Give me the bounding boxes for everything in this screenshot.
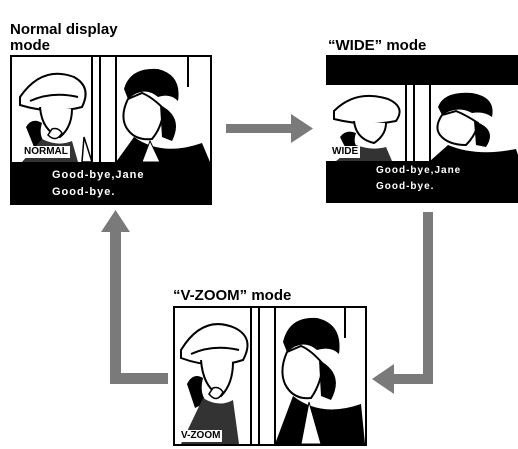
subtitle-line-1: Good-bye,Jane: [376, 165, 462, 176]
mode-badge: WIDE: [330, 146, 361, 158]
normal-mode-screen: NORMAL Good-bye,Jane Good-bye.: [10, 55, 212, 205]
arrow-normal-to-wide: [226, 114, 313, 143]
mode-badge: NORMAL: [22, 146, 70, 158]
subtitle-line-2: Good-bye.: [52, 186, 116, 198]
normal-mode-title: Normal display mode: [10, 21, 118, 54]
scene-image: [175, 308, 365, 444]
arrow-vzoom-to-normal: [101, 210, 168, 384]
subtitle-line-2: Good-bye.: [376, 181, 435, 192]
vzoom-mode-title: “V-ZOOM” mode: [173, 287, 292, 304]
subtitle-bar: Good-bye,Jane Good-bye.: [326, 163, 518, 197]
wide-mode-title: “WIDE” mode: [328, 37, 427, 54]
subtitle-line-1: Good-bye,Jane: [52, 169, 145, 181]
subtitle-bar: Good-bye,Jane Good-bye.: [12, 165, 210, 203]
vzoom-mode-screen: V-ZOOM: [173, 306, 367, 446]
mode-badge: V-ZOOM: [179, 430, 223, 442]
wide-mode-screen: WIDE Good-bye,Jane Good-bye.: [326, 55, 518, 203]
arrow-wide-to-vzoom: [372, 212, 433, 394]
